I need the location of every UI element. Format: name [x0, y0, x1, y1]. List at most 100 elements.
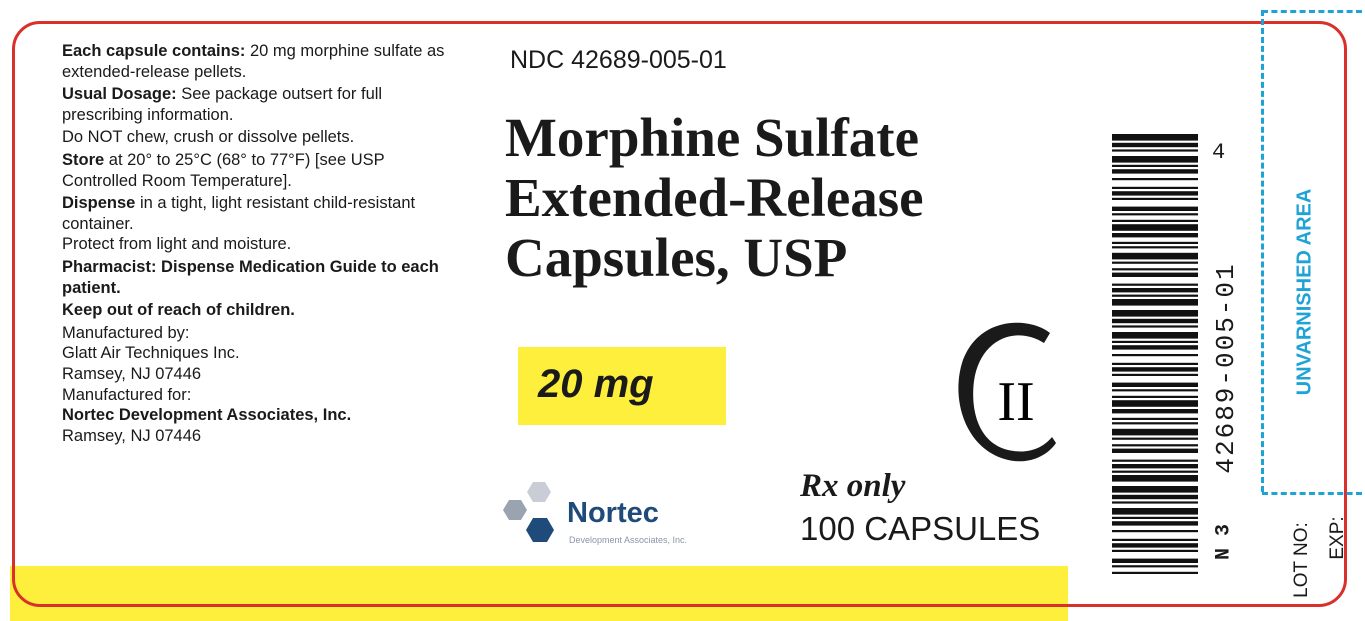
product-name-line3: Capsules, USP: [505, 227, 848, 288]
strength-value: 20 mg: [538, 362, 654, 406]
manufactured-for-name: Nortec Development Associates, Inc.: [62, 406, 352, 425]
manufactured-for-label: Manufactured for:: [62, 385, 192, 404]
logo-hex-3: [526, 518, 554, 542]
barcode-bar: [1112, 191, 1198, 196]
ndc-number: NDC 42689-005-01: [510, 46, 727, 74]
barcode-bar: [1112, 325, 1198, 328]
product-name-line2: Extended-Release: [505, 167, 924, 228]
barcode-bar: [1112, 149, 1198, 152]
barcode: [1112, 134, 1198, 574]
barcode-bar: [1112, 422, 1198, 425]
nortec-logo: [503, 482, 554, 542]
barcode-bar: [1112, 186, 1198, 189]
barcode-bar: [1112, 470, 1198, 473]
barcode-bar: [1112, 444, 1198, 447]
barcode-bar: [1112, 571, 1198, 574]
barcode-bar: [1112, 501, 1198, 504]
barcode-bar: [1112, 362, 1198, 365]
barcode-bar: [1112, 389, 1198, 392]
barcode-bar: [1112, 530, 1198, 533]
barcode-bar: [1112, 219, 1198, 222]
manufactured-for-city: Ramsey, NJ 07446: [62, 426, 202, 445]
unvarnished-border-top: [1262, 10, 1362, 13]
barcode-bar: [1112, 494, 1198, 500]
logo-name: Nortec: [567, 497, 659, 529]
barcode-bar: [1112, 340, 1198, 343]
rx-only: Rx only: [800, 468, 906, 504]
barcode-bar: [1112, 272, 1198, 277]
barcode-bar: [1112, 310, 1198, 317]
barcode-bar: [1112, 565, 1198, 568]
barcode-bar: [1112, 224, 1198, 231]
barcode-number-system: N 3: [1212, 523, 1236, 561]
barcode-bar: [1112, 558, 1198, 563]
barcode-bar: [1112, 464, 1198, 469]
barcode-bar: [1112, 288, 1198, 293]
barcode-bar: [1112, 164, 1198, 167]
expiry-label: EXP:: [1327, 516, 1348, 560]
unvarnished-border-vertical: [1261, 10, 1264, 492]
pharmacist-note: Pharmacist: Dispense Medication Guide to…: [62, 257, 439, 297]
barcode-bar: [1112, 395, 1198, 398]
logo-hex-2: [503, 500, 527, 520]
barcode-bar: [1112, 206, 1198, 211]
barcode-bar: [1112, 178, 1198, 181]
logo-subtitle: Development Associates, Inc.: [569, 535, 688, 545]
barcode-bar: [1112, 213, 1198, 216]
barcode-bar: [1112, 417, 1198, 420]
barcode-bar: [1112, 261, 1198, 264]
barcode-bar: [1112, 299, 1198, 306]
no-chew-warning: Do NOT chew, crush or dissolve pellets.: [62, 128, 355, 147]
product-name-line1: Morphine Sulfate: [505, 107, 920, 168]
barcode-bar: [1112, 367, 1198, 372]
barcode-bar: [1112, 400, 1198, 407]
barcode-bar: [1112, 197, 1198, 200]
barcode-bar: [1112, 294, 1198, 297]
barcode-bar: [1112, 486, 1198, 493]
dosage-info: Usual Dosage: See package outsert for fu…: [62, 85, 383, 124]
barcode-bar: [1112, 373, 1198, 376]
unvarnished-border-bottom: [1262, 492, 1362, 495]
schedule-roman: II: [997, 371, 1034, 433]
barcode-bar: [1112, 318, 1198, 324]
barcode-bar: [1112, 241, 1198, 244]
left-info-column: Each capsule contains: 20 mg morphine su…: [62, 41, 452, 446]
barcode-bar: [1112, 233, 1198, 238]
barcode-bar: [1112, 156, 1198, 163]
schedule-c-shape: [958, 322, 1056, 462]
barcode-bar: [1112, 521, 1198, 526]
barcode-bar: [1112, 475, 1198, 482]
contains-info: Each capsule contains: 20 mg morphine su…: [62, 42, 445, 81]
logo-hex-1: [527, 482, 551, 502]
barcode-bar: [1112, 516, 1198, 519]
manufactured-by-name: Glatt Air Techniques Inc.: [62, 344, 240, 363]
yellow-strip: [10, 566, 1068, 621]
barcode-bar: [1112, 538, 1198, 541]
manufactured-by-city: Ramsey, NJ 07446: [62, 364, 202, 383]
lot-number-label: LOT NO:: [1291, 522, 1312, 598]
barcode-bar: [1112, 382, 1198, 387]
barcode-bar: [1112, 428, 1198, 436]
product-name: Morphine Sulfate Extended-Release Capsul…: [505, 108, 924, 288]
barcode-bar: [1112, 543, 1198, 548]
dispense-info: Dispense in a tight, light resistant chi…: [62, 194, 416, 233]
barcode-bar: [1112, 354, 1198, 357]
barcode-bar: [1112, 332, 1198, 339]
barcode-bar: [1112, 549, 1198, 552]
unvarnished-area-label: UNVARNISHED AREA: [1293, 188, 1316, 396]
barcode-bar: [1112, 508, 1198, 515]
barcode-bar: [1112, 345, 1198, 350]
barcode-bar: [1112, 169, 1198, 174]
keep-out-warning: Keep out of reach of children.: [62, 301, 295, 320]
strength-highlight: [518, 347, 726, 425]
schedule-cii-symbol: II: [958, 322, 1056, 462]
barcode-digits: 42689-005-01: [1211, 262, 1241, 474]
barcode-bar: [1112, 437, 1198, 440]
barcode-bar: [1112, 448, 1198, 453]
barcode-bar: [1112, 268, 1198, 271]
label-border: [12, 21, 1347, 607]
storage-info: Store at 20° to 25°C (68° to 77°F) [see …: [62, 150, 385, 190]
barcode-bar: [1112, 283, 1198, 286]
barcode-bar: [1112, 459, 1198, 462]
barcode-bar: [1112, 142, 1198, 148]
